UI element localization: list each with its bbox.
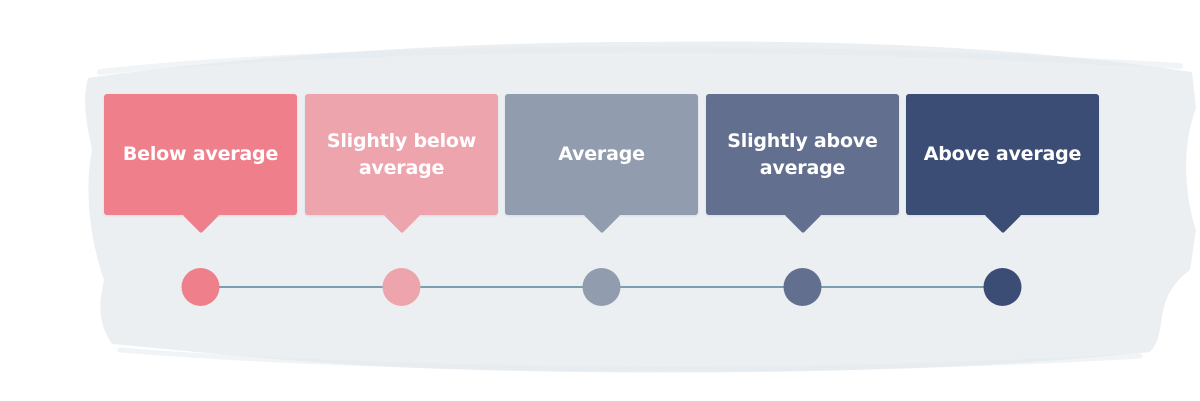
timeline-dot-slightly-above-average [783, 268, 822, 306]
level-card-below-average: Below average [104, 94, 297, 234]
timeline-dot-below-average [181, 268, 220, 306]
level-label: Above average [923, 143, 1082, 165]
level-card-above-average: Above average [906, 94, 1099, 234]
timeline-dot-slightly-below-average [382, 268, 421, 306]
timeline-dot-average [582, 268, 621, 306]
level-label: Average [558, 143, 645, 165]
level-label: Below average [122, 143, 279, 165]
level-card-average: Average [505, 94, 698, 234]
timeline-dot-above-average [983, 268, 1022, 306]
